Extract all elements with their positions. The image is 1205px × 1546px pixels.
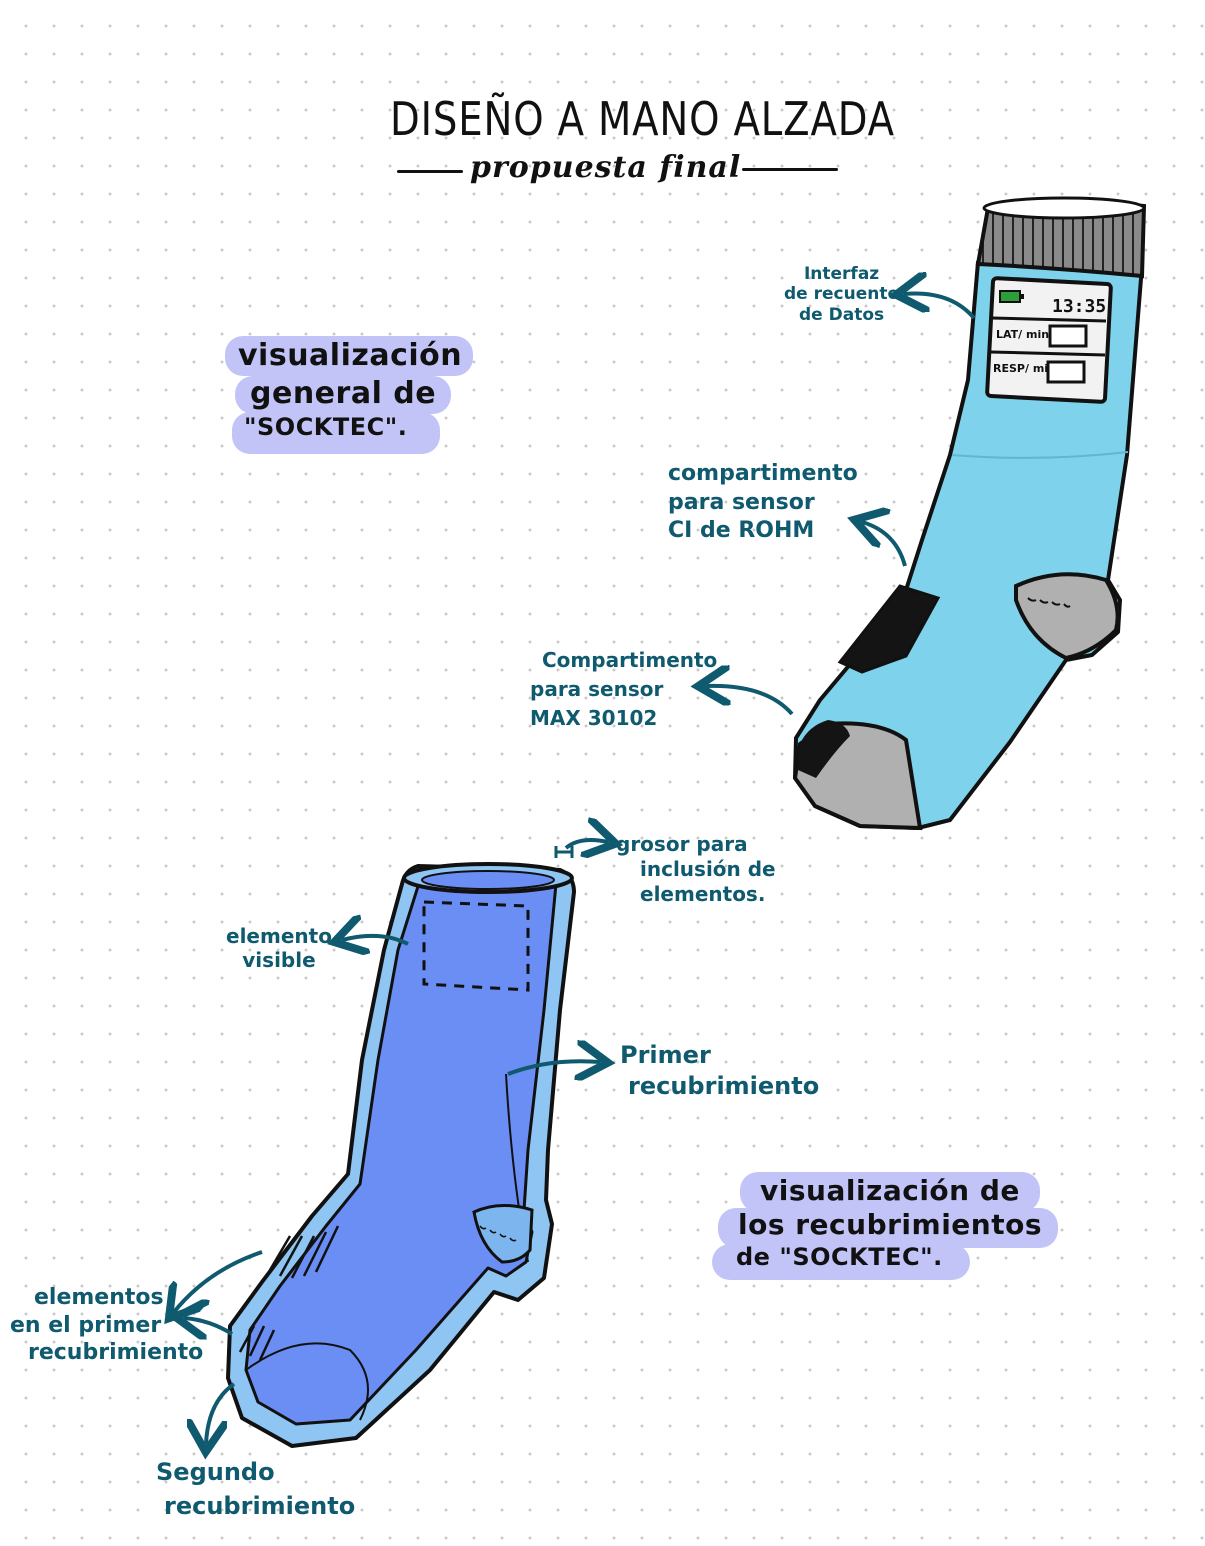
screen-label-lat: LAT/ min <box>996 328 1049 341</box>
annotation-line: grosor para <box>616 832 776 857</box>
screen-label-resp: RESP/ min <box>993 362 1056 375</box>
annotation-max-sensor: Compartimento para sensor MAX 30102 <box>530 646 717 733</box>
annotation-line: recubrimiento <box>628 1071 819 1102</box>
arrow-second-cover <box>206 1384 234 1444</box>
annotation-line: inclusión de <box>640 857 776 882</box>
arrow-max-sensor <box>706 686 792 714</box>
data-screen: 13:35 LAT/ min RESP/ min <box>987 278 1111 402</box>
annotation-line: compartimento <box>668 460 858 489</box>
annotation-interface: Interfaz de recuento de Datos <box>784 264 899 325</box>
battery-icon <box>1000 291 1020 302</box>
annotation-line: elementos. <box>640 882 776 907</box>
annotation-line: Primer <box>620 1040 819 1071</box>
annotation-line: para sensor <box>668 489 858 518</box>
annotation-ci-sensor: compartimento para sensor CI de ROHM <box>668 460 858 546</box>
arrow-interface <box>904 294 974 319</box>
annotation-line: CI de ROHM <box>668 517 858 546</box>
annotation-first-cover: Primer recubrimiento <box>620 1040 819 1102</box>
annotation-line: para sensor <box>530 675 717 704</box>
annotation-line: recubrimiento <box>28 1339 203 1367</box>
annotation-visible: elemento visible <box>226 924 332 972</box>
top-sock-opening <box>984 198 1144 218</box>
annotation-thickness: grosor para inclusión de elementos. <box>616 832 776 907</box>
annotation-line: de recuento <box>784 284 899 304</box>
thickness-marker <box>556 846 572 858</box>
screen-time: 13:35 <box>1052 296 1106 317</box>
annotation-line: en el primer <box>10 1312 203 1340</box>
annotation-elements: elementos en el primer recubrimiento <box>10 1284 203 1367</box>
annotation-line: Segundo <box>156 1456 355 1490</box>
annotation-line: de Datos <box>784 305 899 325</box>
annotation-line: Interfaz <box>784 264 899 284</box>
annotation-line: elementos <box>34 1284 203 1312</box>
annotation-line: elemento <box>226 924 332 948</box>
annotation-second-cover: Segundo recubrimiento <box>156 1456 355 1523</box>
annotation-line: recubrimiento <box>164 1490 355 1524</box>
annotation-line: visible <box>226 948 332 972</box>
annotation-line: Compartimento <box>542 646 717 675</box>
arrow-ci-sensor <box>862 522 905 566</box>
annotation-line: MAX 30102 <box>530 704 717 733</box>
